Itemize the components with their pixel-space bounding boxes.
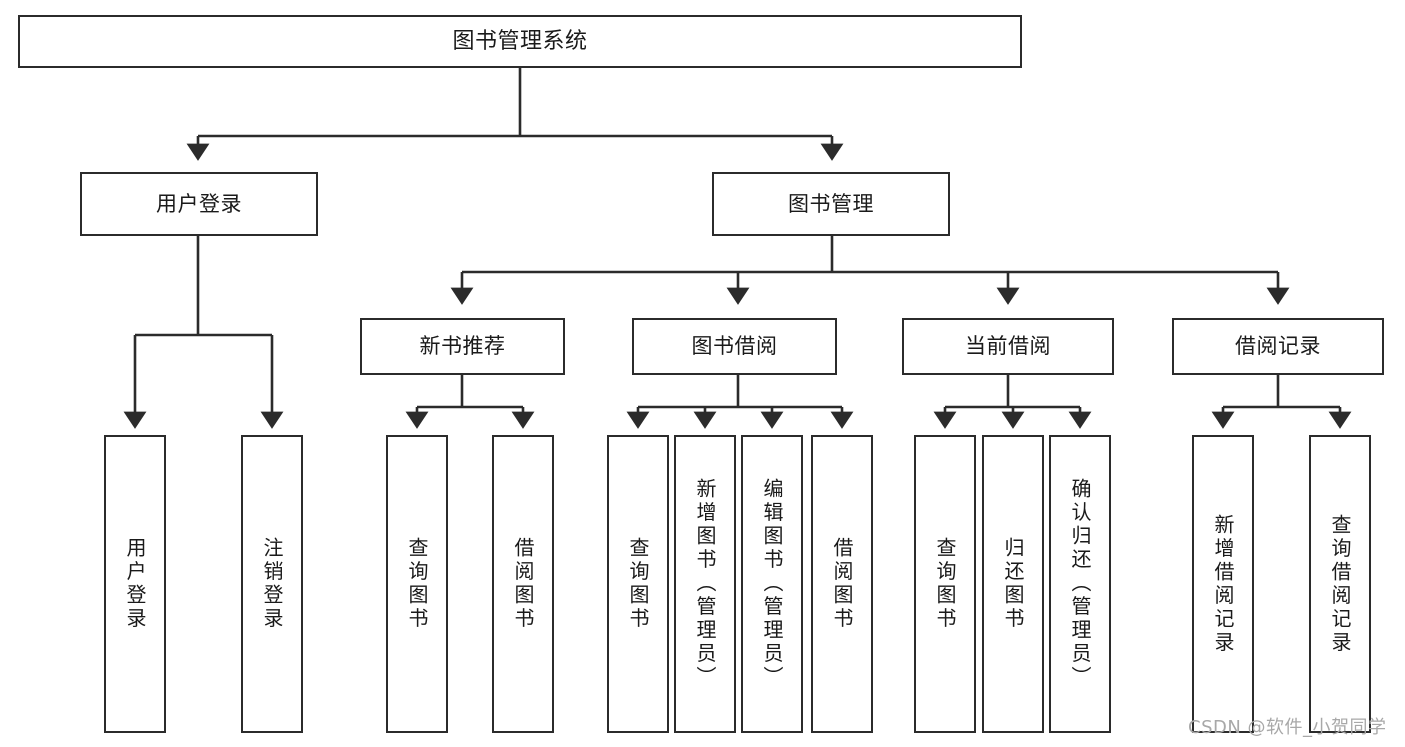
node-leaf-borrow-book-2[interactable]: 借阅图书 <box>811 435 873 733</box>
node-root-system[interactable]: 图书管理系统 <box>18 15 1022 68</box>
node-label: 图书管理系统 <box>452 28 588 54</box>
node-user-login[interactable]: 用户登录 <box>80 172 318 236</box>
node-label: 查询图书 <box>933 537 957 631</box>
node-label: 用户登录 <box>123 537 147 631</box>
node-label: 注销登录 <box>260 537 284 631</box>
node-leaf-query-book-2[interactable]: 查询图书 <box>607 435 669 733</box>
node-leaf-add-book-admin[interactable]: 新增图书（管理员） <box>674 435 736 733</box>
node-label: 用户登录 <box>156 191 242 216</box>
node-label: 归还图书 <box>1001 537 1025 631</box>
node-leaf-query-book-3[interactable]: 查询图书 <box>914 435 976 733</box>
node-leaf-user-login[interactable]: 用户登录 <box>104 435 166 733</box>
node-book-management[interactable]: 图书管理 <box>712 172 950 236</box>
node-label: 编辑图书（管理员） <box>760 478 784 690</box>
node-label: 查询借阅记录 <box>1328 513 1352 655</box>
node-leaf-add-borrow-record[interactable]: 新增借阅记录 <box>1192 435 1254 733</box>
node-label: 新增借阅记录 <box>1211 513 1235 655</box>
node-label: 图书借阅 <box>691 334 778 359</box>
node-label: 借阅图书 <box>830 537 854 631</box>
node-label: 新增图书（管理员） <box>693 478 717 690</box>
watermark-text: CSDN @软件_小贺同学 <box>1188 717 1387 738</box>
node-leaf-query-borrow-record[interactable]: 查询借阅记录 <box>1309 435 1371 733</box>
node-leaf-return-book[interactable]: 归还图书 <box>982 435 1044 733</box>
node-leaf-confirm-return-admin[interactable]: 确认归还（管理员） <box>1049 435 1111 733</box>
node-current-borrow[interactable]: 当前借阅 <box>902 318 1114 375</box>
node-leaf-logout[interactable]: 注销登录 <box>241 435 303 733</box>
node-borrow-record[interactable]: 借阅记录 <box>1172 318 1384 375</box>
node-new-book-recommend[interactable]: 新书推荐 <box>360 318 565 375</box>
node-label: 借阅图书 <box>511 537 535 631</box>
node-label: 图书管理 <box>788 191 874 216</box>
node-label: 确认归还（管理员） <box>1068 478 1092 690</box>
node-label: 查询图书 <box>626 537 650 631</box>
node-leaf-query-book-1[interactable]: 查询图书 <box>386 435 448 733</box>
node-leaf-borrow-book-1[interactable]: 借阅图书 <box>492 435 554 733</box>
node-label: 当前借阅 <box>965 334 1051 359</box>
node-book-borrow[interactable]: 图书借阅 <box>632 318 837 375</box>
node-label: 借阅记录 <box>1235 334 1321 359</box>
node-label: 新书推荐 <box>419 334 506 359</box>
node-leaf-edit-book-admin[interactable]: 编辑图书（管理员） <box>741 435 803 733</box>
node-label: 查询图书 <box>405 537 429 631</box>
